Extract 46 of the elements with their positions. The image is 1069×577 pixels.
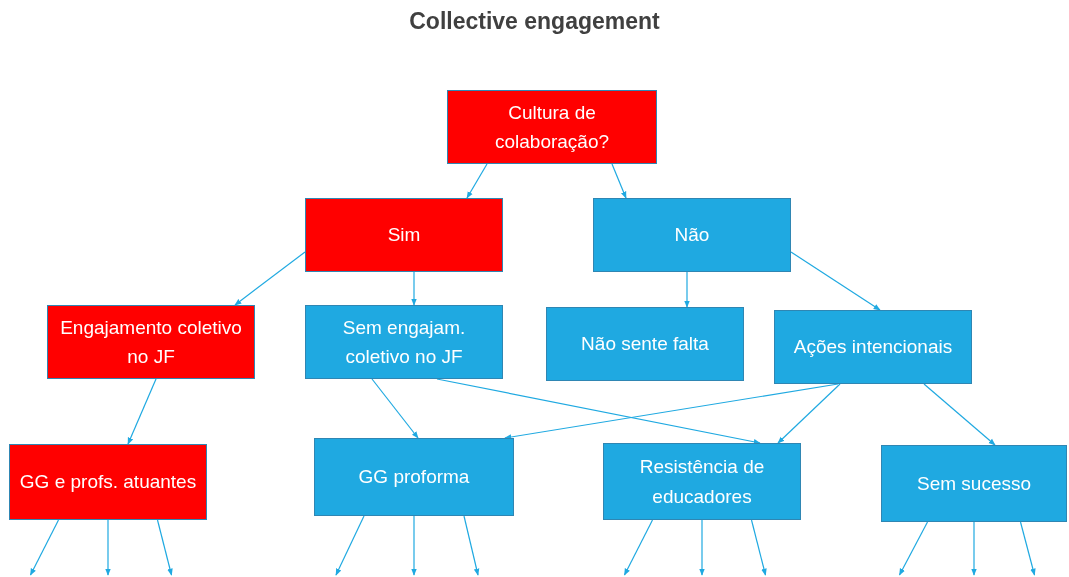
arrow [29, 519, 60, 576]
arrow [790, 251, 881, 311]
arrow [234, 251, 306, 306]
box-label: Sim [387, 223, 421, 248]
process-box [546, 307, 744, 381]
box-label: GG e profs. atuantes [19, 470, 197, 495]
process-box [774, 310, 972, 384]
highlighted-box [447, 90, 657, 164]
highlighted-box [305, 198, 503, 272]
process-box [593, 198, 791, 272]
arrow [335, 515, 365, 576]
box-label: Não [674, 223, 710, 248]
process-box [305, 305, 503, 379]
arrow [971, 521, 977, 576]
box-label: Sem engajam. coletivo no JF [341, 315, 467, 369]
arrow [699, 519, 705, 576]
arrow [127, 378, 157, 445]
arrow [1019, 521, 1036, 576]
box-label: GG proforma [358, 465, 470, 490]
box-label: Sem sucesso [916, 471, 1031, 496]
arrow [436, 378, 761, 445]
box-label: Ações intencionais [793, 335, 953, 360]
arrow [371, 378, 419, 439]
arrow [684, 271, 690, 308]
process-box [881, 445, 1067, 522]
arrow [105, 519, 111, 576]
highlighted-box [9, 444, 207, 520]
arrow [611, 163, 627, 199]
box-label: Resistência de educadores [638, 455, 766, 509]
process-box [314, 438, 514, 516]
box-label: Cultura de colaboração? [493, 100, 611, 154]
arrow [623, 519, 654, 576]
arrow [411, 515, 417, 576]
box-label: Não sente falta [581, 332, 709, 357]
process-box [603, 443, 801, 520]
arrow [923, 383, 996, 446]
arrow [750, 519, 767, 576]
arrow [411, 271, 417, 306]
box-label: Engajamento coletivo no JF [59, 315, 243, 369]
arrow [463, 515, 480, 576]
highlighted-box [47, 305, 255, 379]
arrow [898, 521, 929, 576]
diagram-title: Collective engagement [409, 8, 660, 35]
arrow [466, 163, 488, 199]
arrow [777, 383, 841, 444]
arrow [156, 519, 173, 576]
